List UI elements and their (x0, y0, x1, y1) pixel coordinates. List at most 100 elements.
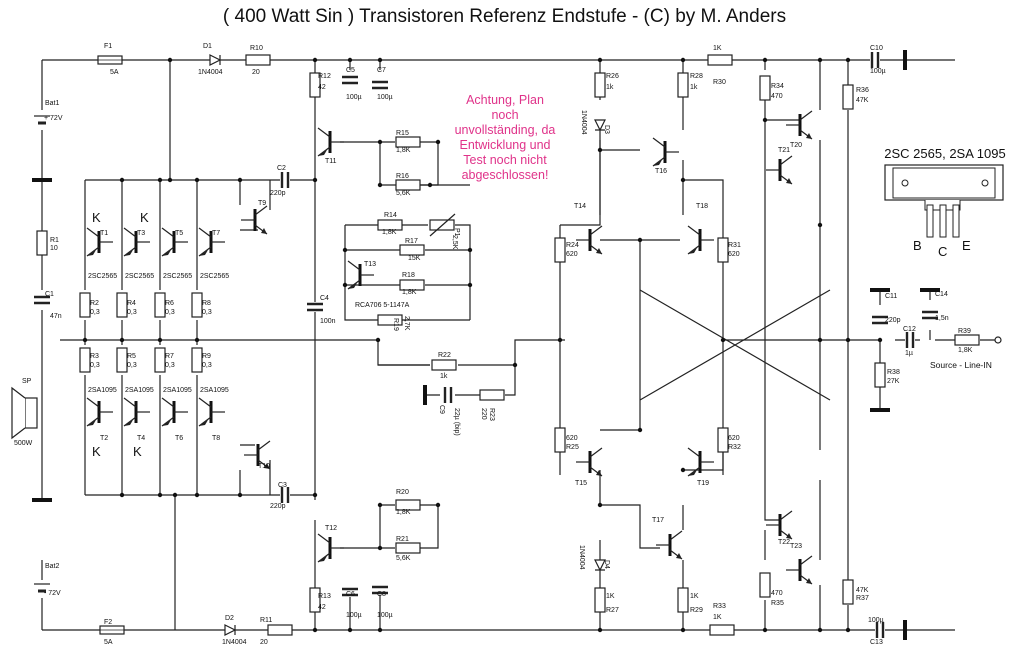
battery-bat2 (34, 582, 50, 594)
resistor-r27 (594, 587, 606, 613)
junction-dot (347, 627, 353, 633)
transistor-t3 (123, 227, 150, 257)
label-r27-name: 1K (606, 593, 615, 600)
label-t8-value: T8 (212, 435, 220, 442)
junction-dot (157, 492, 163, 498)
label-t3-value: 2SC2565 (125, 273, 154, 280)
label-c13-value: C13 (870, 639, 883, 646)
label-c9-value: 22µ (bip) (453, 408, 460, 436)
label-r17-value: 15K (408, 255, 421, 262)
label-c11-name: C11 (885, 293, 897, 300)
note-line: Test noch nicht (463, 153, 547, 167)
speaker-sp (11, 386, 38, 440)
label-r22-value: 1k (440, 373, 448, 380)
label-r27-value: R27 (606, 607, 619, 614)
label-c12-name: C12 (903, 326, 916, 333)
resistor-r11 (267, 624, 293, 636)
label-r19-value: 2,7K (403, 316, 410, 331)
label-c10-name: C10 (870, 45, 883, 52)
transistor-t1 (86, 227, 113, 257)
note-line: unvollständing, da (455, 123, 556, 137)
capacitor-c7 (372, 80, 388, 90)
junction-dot (342, 247, 348, 253)
transistor-t19 (687, 447, 714, 477)
battery-bat1 (34, 114, 50, 126)
resistor-r18 (399, 279, 425, 291)
resistor-r30 (707, 54, 733, 66)
label-r30-name: 1K (713, 45, 722, 52)
label-r5-name: R5 (127, 353, 136, 360)
label-r31-value: 620 (728, 251, 740, 258)
resistor-r10 (245, 54, 271, 66)
resistor-r5 (116, 347, 128, 373)
label-c5-name: C5 (346, 67, 355, 74)
input-label: Source - Line-IN (930, 360, 992, 370)
label-r10-name: R10 (250, 45, 263, 52)
capacitor-c12 (905, 332, 915, 348)
label-sp-value: 500W (14, 440, 33, 447)
capacitor-c9 (443, 387, 453, 403)
label-c8-value: 100µ (377, 612, 393, 619)
transistor-t23 (786, 555, 813, 585)
capacitor-c2 (280, 172, 290, 188)
label-t5-name: T5 (175, 230, 183, 237)
label-c8-name: C8 (377, 591, 386, 598)
junction-dot (167, 57, 173, 63)
label-r14-name: R14 (384, 212, 397, 219)
resistor-r21 (395, 542, 421, 554)
label-t10-name: T10 (258, 463, 270, 470)
junction-dot (237, 492, 243, 498)
resistor-r13 (309, 587, 321, 613)
label-c9-name: C9 (438, 405, 445, 414)
junction-dot (167, 177, 173, 183)
transistor-t17 (656, 530, 683, 560)
label-r1-value: 10 (50, 245, 58, 252)
capacitor-c3 (280, 487, 290, 503)
label-bat1-name: Bat1 (45, 100, 60, 107)
label-c13-name: 100µ (868, 617, 884, 624)
junction-dot (680, 177, 686, 183)
label-t19-name: T19 (697, 480, 709, 487)
junction-dot (172, 492, 178, 498)
label-r18-name: R18 (402, 272, 415, 279)
package-pin-b: B (913, 238, 922, 253)
label-c3-name: C3 (278, 482, 287, 489)
junction-dot (194, 177, 200, 183)
capacitor-c11 (872, 315, 888, 325)
label-r1-name: R1 (50, 237, 59, 244)
transistor-t16 (652, 137, 679, 167)
label-t6-name: 2SA1095 (163, 387, 192, 394)
label-r2-name: R2 (90, 300, 99, 307)
label-c14-value: 1,5n (935, 315, 949, 322)
junction-dot (680, 627, 686, 633)
junction-dot (237, 177, 243, 183)
label-r36-value: 47K (856, 97, 869, 104)
junction-dot (377, 502, 383, 508)
label-r8-name: R8 (202, 300, 211, 307)
junction-dot (435, 139, 441, 145)
junction-dot (375, 337, 381, 343)
label-r28-name: R28 (690, 73, 703, 80)
label-t15-name: T15 (575, 480, 587, 487)
junction-dot (597, 502, 603, 508)
label-r12-name: R12 (318, 73, 331, 80)
label-r34-name: R34 (771, 83, 784, 90)
capacitor-c4 (307, 302, 323, 312)
label-r39-value: 1,8K (958, 347, 973, 354)
label-r9-name: R9 (202, 353, 211, 360)
junction-dot (377, 627, 383, 633)
transistor-t10 (244, 440, 271, 470)
label-d4-name: 1N4004 (578, 545, 585, 570)
label-c2-value: 220p (270, 190, 286, 197)
label-r29-value: R29 (690, 607, 703, 614)
label-r3-name: R3 (90, 353, 99, 360)
junction-dot (194, 492, 200, 498)
label-d4-value: D4 (603, 560, 610, 569)
label-c6-name: C6 (346, 591, 355, 598)
resistor-r35 (759, 572, 771, 598)
capacitor-c6 (342, 587, 358, 597)
label-r6-name: R6 (165, 300, 174, 307)
diode-d1 (209, 54, 222, 66)
junction-dot (845, 627, 851, 633)
junction-dot (377, 57, 383, 63)
